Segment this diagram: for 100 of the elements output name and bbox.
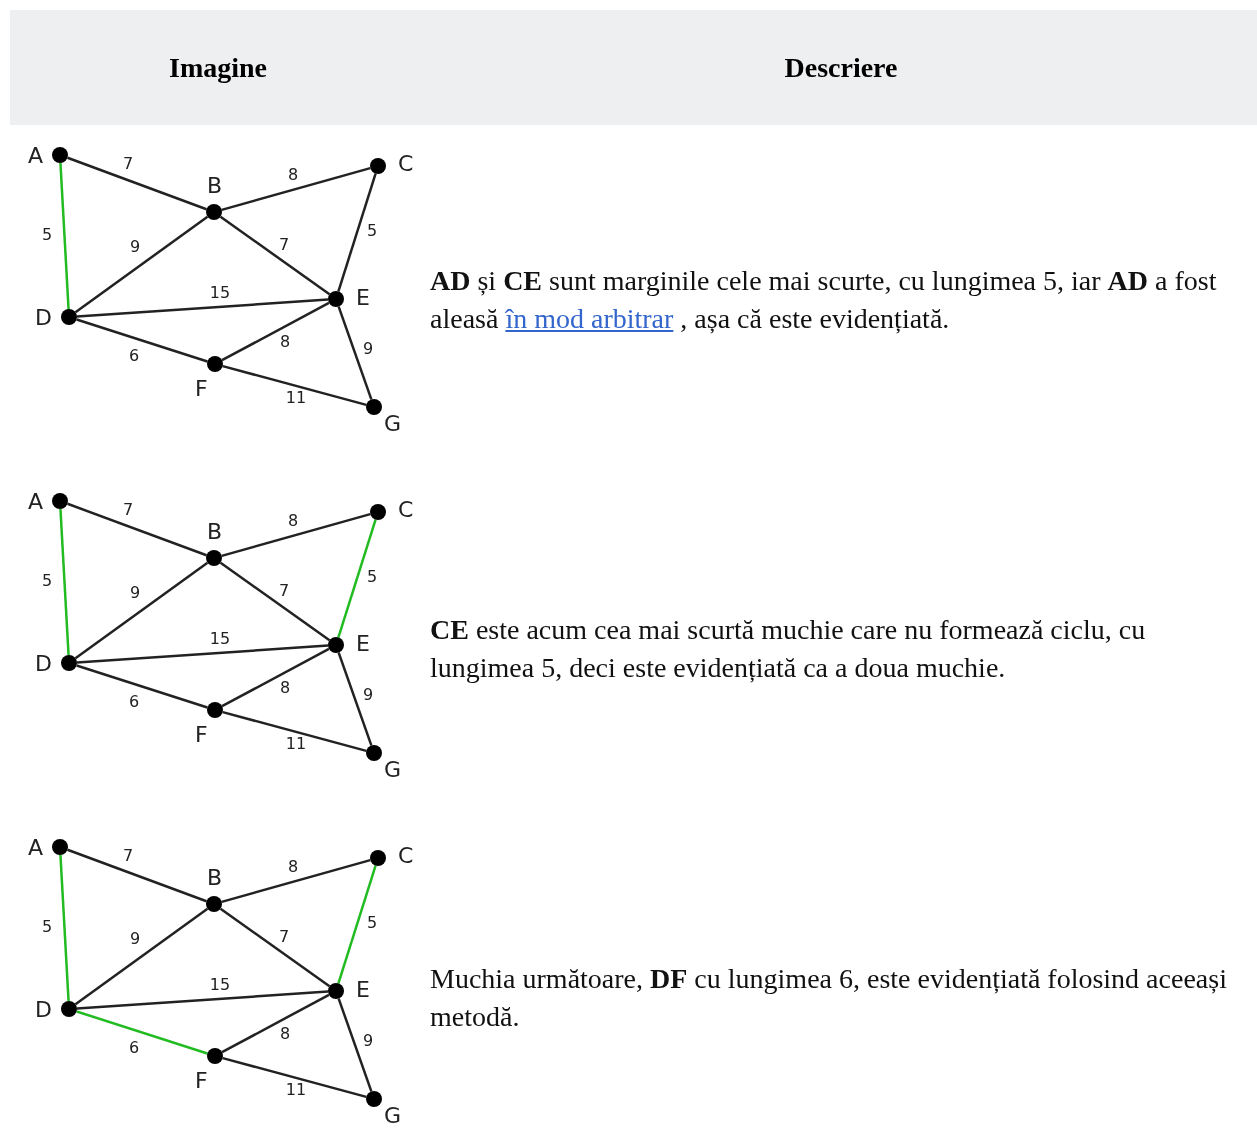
column-header: Descriere [784,52,898,84]
graph-edge [67,848,207,903]
edge-weight: 7 [122,846,134,865]
edge-weight: 11 [285,388,307,407]
edge-weight: 5 [366,913,378,932]
vertex-dot [206,550,222,566]
link: în mod arbitrar [505,303,674,334]
vertex-label: B [207,866,223,890]
vertex-label: A [28,836,44,860]
vertex-dot [52,493,68,509]
graph-edge [337,519,377,638]
edge-weight: 9 [129,237,141,256]
edge-weight: 9 [129,929,141,948]
vertex-dot [370,158,386,174]
edge-weight: 8 [279,332,291,351]
vertex-dot [366,399,382,415]
graph-edge [67,156,207,211]
description-text: CE este acum cea mai scurtă muchie care nu formează ciclu, cu lungimea 5, deci este evidențiată ca a doua muchie. [430,613,1147,685]
vertex-label: F [195,1069,208,1093]
graph-edge [219,215,331,296]
graph-edge [337,306,373,400]
vertex-label: C [398,844,414,868]
graph-edge [221,993,330,1054]
edge-weight: 15 [209,975,231,994]
edge-weight: 8 [279,678,291,697]
edge-weight: 8 [279,1024,291,1043]
vertex-dot [61,1001,77,1017]
edge-weight: 5 [366,221,378,240]
edge-weight: 8 [287,165,299,184]
graph-edge [337,173,377,292]
vertex-dot [328,291,344,307]
graph-edge [221,647,330,708]
edge-weight: 15 [209,283,231,302]
vertex-dot [206,896,222,912]
graph-edge [67,502,207,557]
edge-weight: 7 [278,235,290,254]
vertex-dot [328,637,344,653]
edge-weight: 7 [278,581,290,600]
vertex-label: A [28,144,44,168]
vertex-dot [207,702,223,718]
graph-edge [222,364,367,407]
vertex-dot [52,147,68,163]
vertex-label: E [356,978,370,1002]
edge-weight: 6 [128,346,140,365]
vertex-label: G [384,412,402,436]
edge-weight: 8 [287,511,299,530]
graph-edge [59,508,70,656]
edge-weight: 9 [362,339,374,358]
vertex-label: B [207,520,223,544]
vertex-label: D [35,998,52,1022]
graph-edge [74,215,209,314]
vertex-label: D [35,306,52,330]
edge-weight: 15 [209,629,231,648]
vertex-dot [328,983,344,999]
graph-edge [76,1010,208,1055]
edge-weight: 5 [366,567,378,586]
graph-edge [221,301,330,362]
edge-weight: 5 [41,571,53,590]
vertex-dot [61,309,77,325]
edge-weight: 9 [129,583,141,602]
vertex-dot [206,204,222,220]
edge-weight: 7 [122,500,134,519]
edge-weight: 5 [41,917,53,936]
vertex-dot [366,745,382,761]
description-text: Muchia următoare, DF cu lungimea 6, este evidențiată folosind aceeași metodă. [430,962,1228,1034]
vertex-dot [61,655,77,671]
vertex-label: G [384,1104,402,1128]
edge-weight: 8 [287,857,299,876]
vertex-label: A [28,490,44,514]
graph-edge [221,512,371,558]
vertex-dot [366,1091,382,1107]
vertex-label: C [398,498,414,522]
graph-edge [219,907,331,988]
graph-edge [59,854,70,1002]
graph-edge [76,990,329,1010]
vertex-label: E [356,632,370,656]
vertex-label: E [356,286,370,310]
description-text: AD și CE sunt marginile cele mai scurte, cu lungimea 5, iar AD a fost aleasă în mod arbitrar , așa că este evidențiată. [430,264,1218,336]
graph-edge [76,664,208,709]
vertex-dot [370,504,386,520]
vertex-dot [370,850,386,866]
graph-edge [221,166,371,212]
vertex-label: B [207,174,223,198]
vertex-dot [207,1048,223,1064]
edge-weight: 7 [122,154,134,173]
column-header: Imagine [169,52,267,84]
graph-edge [76,298,329,318]
edge-weight: 9 [362,685,374,704]
edge-weight: 6 [128,692,140,711]
graph-edge [337,865,377,984]
graph-edge [221,858,371,904]
graph-edge [222,1056,367,1099]
vertex-dot [207,356,223,372]
vertex-label: G [384,758,402,782]
graph-edge [219,561,331,642]
vertex-label: D [35,652,52,676]
edge-weight: 11 [285,1080,307,1099]
graph-edge [76,318,208,363]
edge-weight: 6 [128,1038,140,1057]
vertex-label: F [195,377,208,401]
